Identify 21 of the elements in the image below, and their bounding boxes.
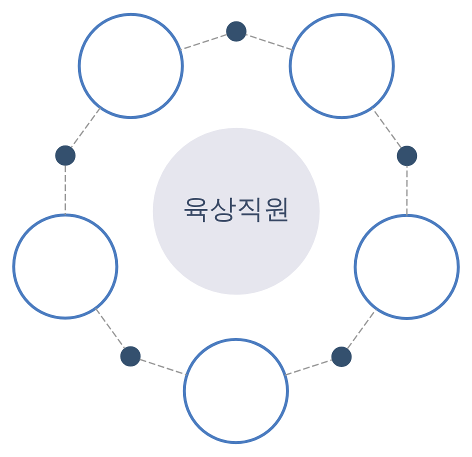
node-circle: [182, 338, 289, 444]
node-circle: 육상직원: [152, 128, 320, 295]
connector: [95, 308, 125, 348]
connector: [64, 165, 66, 215]
connector: [180, 34, 228, 50]
connector: [347, 308, 377, 349]
connector: [284, 359, 332, 376]
connector: [372, 108, 402, 148]
node-dot: [331, 346, 352, 367]
node-circle: [78, 12, 184, 120]
node-circle: [354, 214, 460, 320]
node-dot: [226, 21, 246, 42]
node-dot: [120, 346, 141, 367]
node-circle: [288, 13, 395, 120]
connector: [70, 107, 101, 148]
node-dot: [55, 145, 76, 166]
node-dot: [396, 146, 418, 166]
node-circle: [12, 214, 118, 320]
connector: [140, 358, 187, 376]
connector: [406, 166, 408, 216]
connector: [246, 34, 293, 51]
